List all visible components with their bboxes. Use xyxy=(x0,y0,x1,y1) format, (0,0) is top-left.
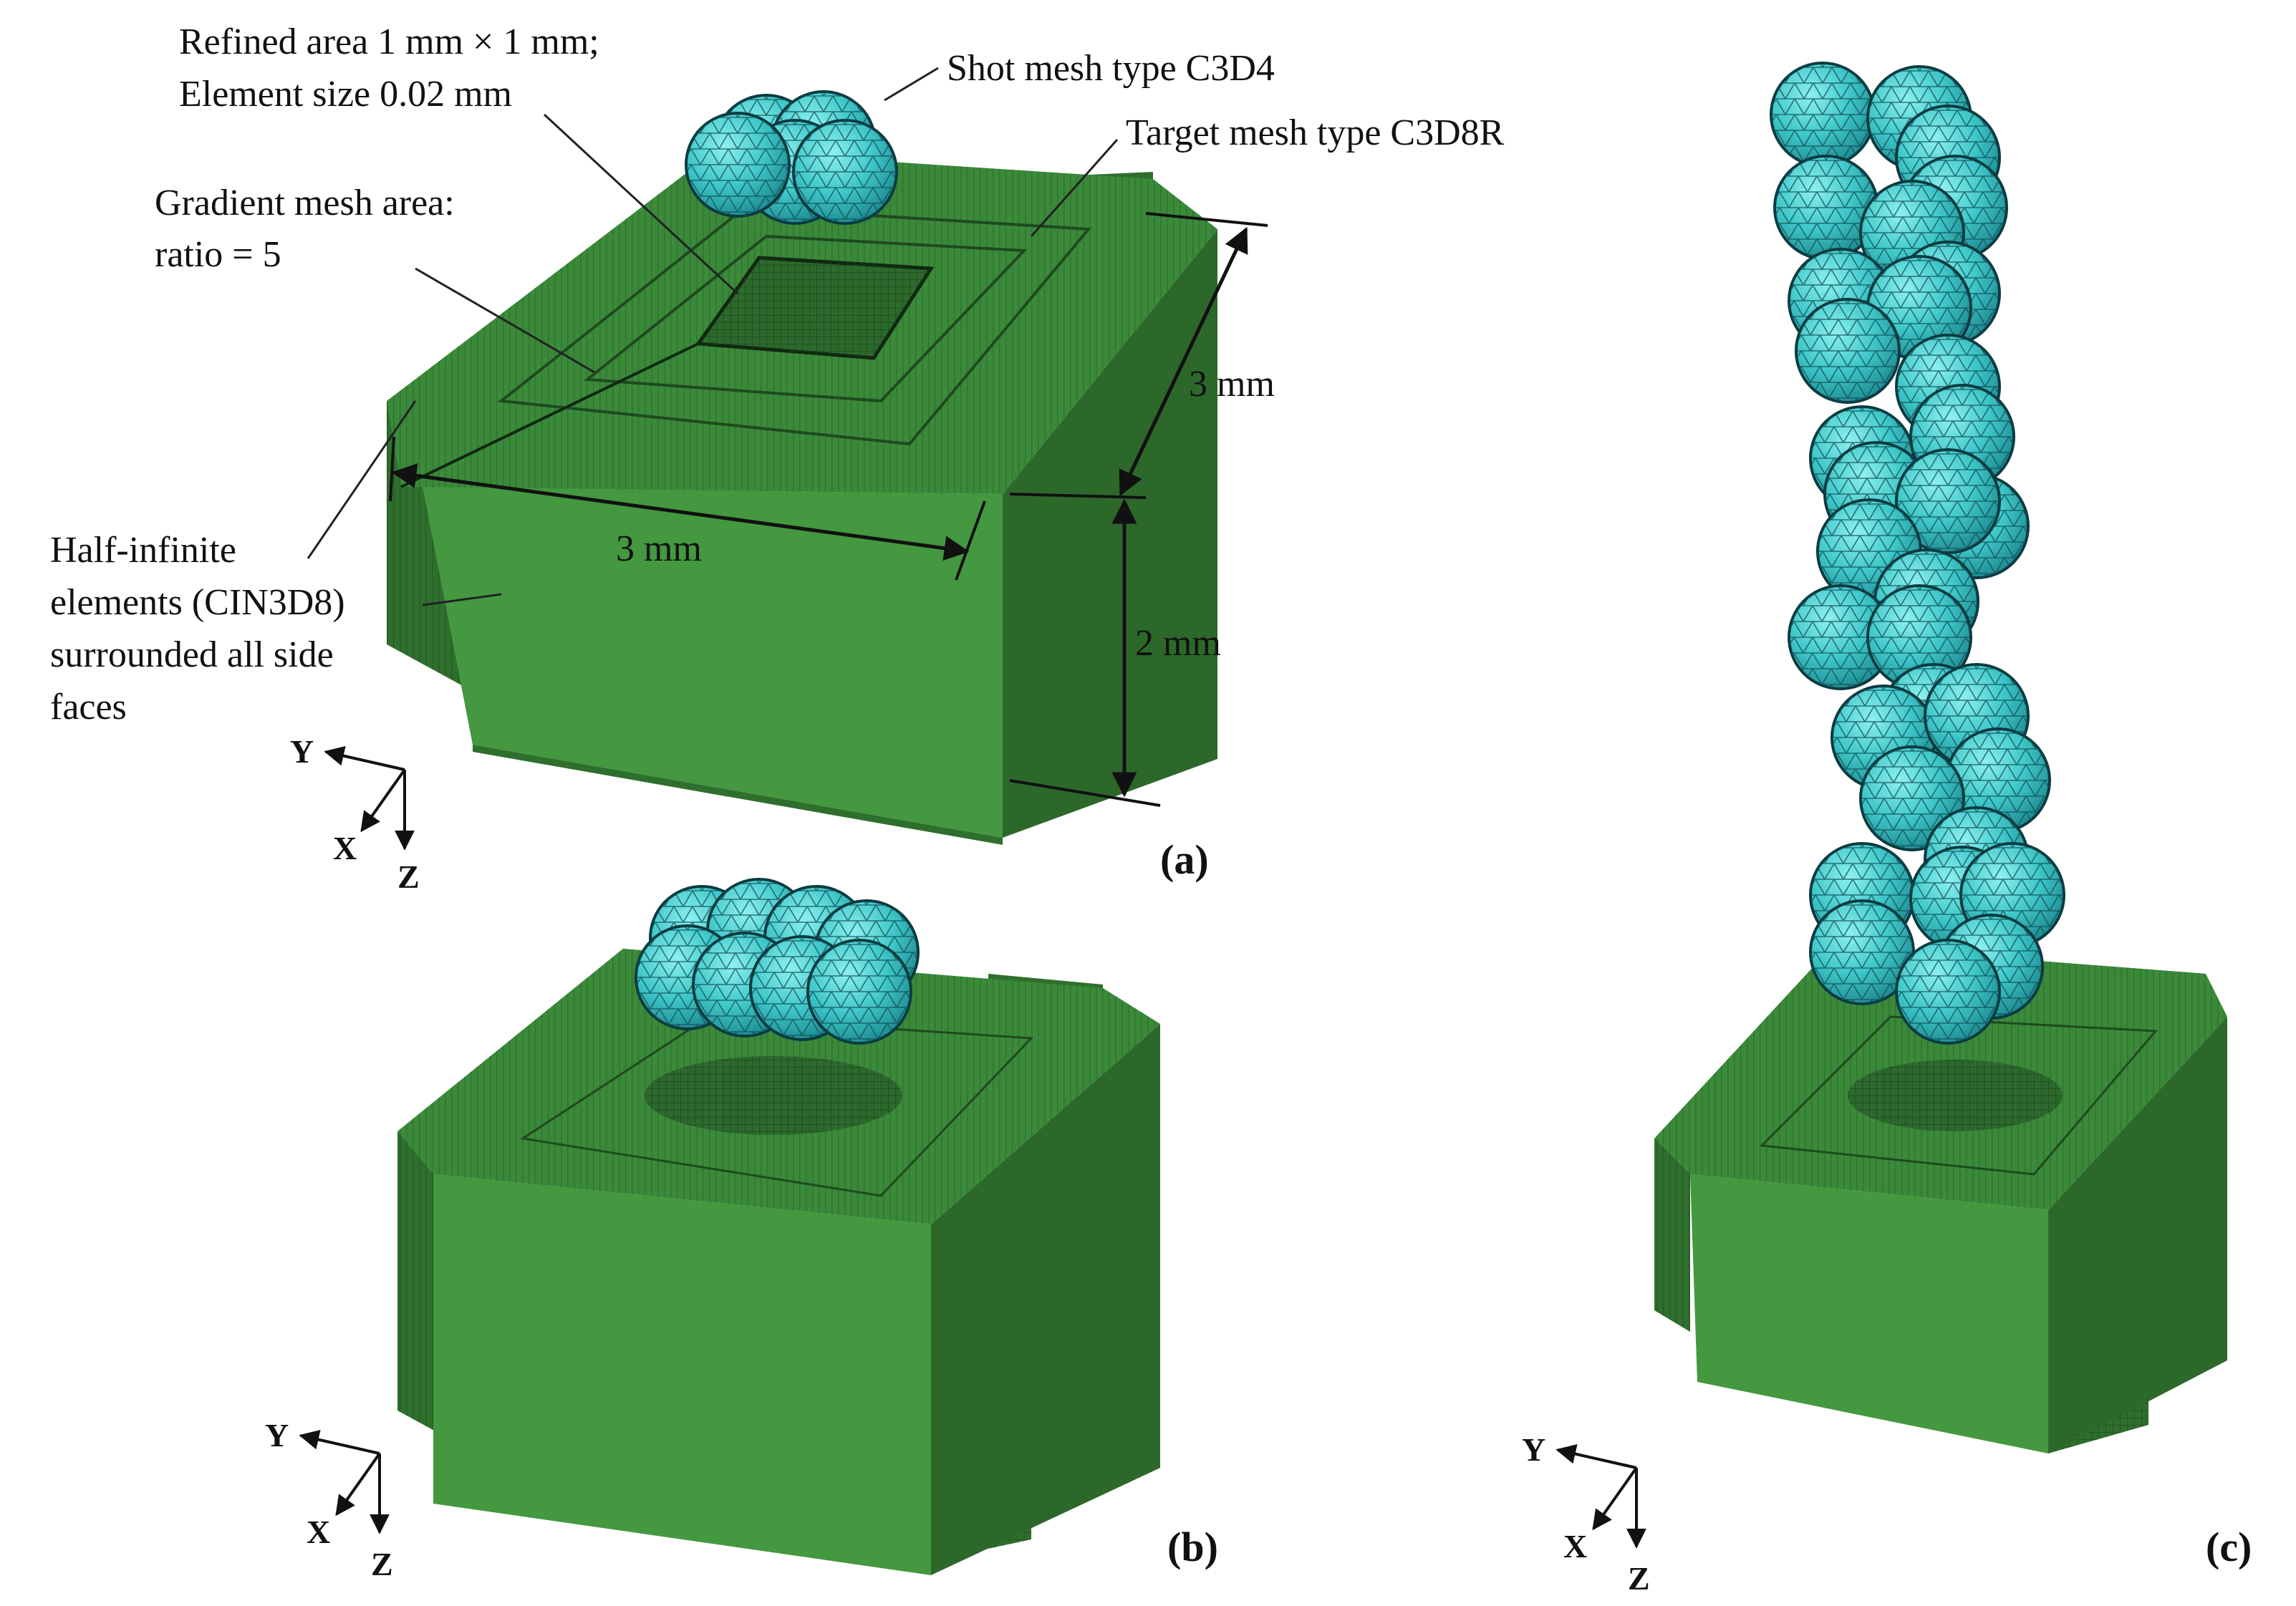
refined-area-label-line2: Element size 0.02 mm xyxy=(179,74,512,115)
axis-a-x-arrow xyxy=(360,768,406,833)
refined-area-label-line1: Refined area 1 mm × 1 mm; xyxy=(179,21,599,62)
panel-b-label: (b) xyxy=(1167,1524,1218,1570)
panel-c-shot-column xyxy=(1770,62,2065,1045)
leader-gradient xyxy=(415,267,595,374)
panel-c-axis-triad: Y X Z xyxy=(1522,1431,1650,1597)
panel-a-gradient-diagonal xyxy=(400,342,699,488)
axis-a-x-label: X xyxy=(333,830,357,866)
panel-a-dimensions xyxy=(389,212,1268,807)
shot-mesh-label: Shot mesh type C3D4 xyxy=(947,48,1275,89)
panel-b-front-face xyxy=(433,1174,931,1575)
panel-b-right-side-face xyxy=(931,1024,1160,1575)
panel-b-model xyxy=(397,878,1160,1575)
dim-width-z-tick-top xyxy=(1145,212,1268,227)
dim-width-x-line xyxy=(391,463,970,561)
half-infinite-label-line3: surrounded all side xyxy=(50,634,334,675)
leader-half-infinite-front xyxy=(422,593,502,606)
panel-a-refined-mesh xyxy=(698,258,931,358)
axis-a-y-label: Y xyxy=(290,733,314,770)
leader-refined xyxy=(543,113,739,295)
dim-width-x-tick-left xyxy=(389,436,395,502)
leader-half-infinite xyxy=(307,400,417,559)
axis-b-y-arrow xyxy=(299,1429,380,1455)
leader-shot xyxy=(884,67,939,102)
panel-c-model xyxy=(1654,62,2227,1453)
dim-width-z-label: 3 mm xyxy=(1189,364,1275,405)
panel-a-label: (a) xyxy=(1160,836,1209,883)
panel-b-dense-center-mesh xyxy=(645,1056,902,1135)
panel-c-label: (c) xyxy=(2206,1524,2252,1570)
half-infinite-label-line4: faces xyxy=(50,687,127,727)
panel-b-gradient-ring xyxy=(519,1015,1034,1197)
panel-c-dense-center-mesh xyxy=(1848,1060,2063,1131)
panel-a-front-face xyxy=(423,487,1003,838)
half-infinite-label-line2: elements (CIN3D8) xyxy=(50,582,345,623)
panel-a-model xyxy=(387,90,1217,845)
axis-a-y-arrow xyxy=(324,745,405,771)
panel-a-shot xyxy=(685,90,898,225)
panel-b-shots xyxy=(635,878,920,1045)
panel-a-gradient-ring-mid xyxy=(583,234,1028,403)
axis-b-y-label: Y xyxy=(265,1417,289,1453)
panel-a-leaders xyxy=(307,67,1119,606)
panel-a-front-lower xyxy=(473,745,1003,845)
axis-c-x-label: X xyxy=(1563,1528,1587,1564)
dim-depth-tick-bottom xyxy=(1009,779,1161,807)
axis-c-z-label: Z xyxy=(1628,1560,1650,1597)
panel-a-axis-triad: Y X Z xyxy=(290,733,420,895)
axis-b-z-label: Z xyxy=(371,1546,393,1582)
panel-b-left-infinite-mesh xyxy=(397,1131,437,1432)
axis-a-z-label: Z xyxy=(397,858,420,895)
panel-a-gradient-ring-outer xyxy=(497,205,1092,446)
panel-b-axis-triad: Y X Z xyxy=(265,1417,393,1582)
half-infinite-label-line1: Half-infinite xyxy=(50,530,236,571)
axis-c-y-label: Y xyxy=(1522,1431,1545,1468)
gradient-mesh-label-line2: ratio = 5 xyxy=(155,234,281,275)
panel-c-gradient-ring xyxy=(1759,1015,2158,1176)
axis-c-y-arrow xyxy=(1555,1443,1637,1469)
leader-target xyxy=(1030,139,1119,237)
dim-width-x-tick-right xyxy=(955,500,986,581)
panel-c-front-face xyxy=(1690,1174,2048,1453)
gradient-mesh-label-line1: Gradient mesh area: xyxy=(155,183,455,223)
axis-b-x-arrow xyxy=(335,1452,381,1516)
target-mesh-label: Target mesh type C3D8R xyxy=(1126,112,1505,153)
panel-c-left-infinite-mesh xyxy=(1654,1138,1690,1332)
dim-width-z-line xyxy=(1119,226,1248,497)
dim-depth-label: 2 mm xyxy=(1135,623,1221,664)
axis-c-x-arrow xyxy=(1592,1466,1638,1531)
dim-depth-tick-top xyxy=(1009,493,1147,499)
axis-b-x-label: X xyxy=(307,1514,330,1550)
dim-width-x-label: 3 mm xyxy=(616,528,702,569)
panel-c-right-side-face xyxy=(2048,1017,2227,1453)
